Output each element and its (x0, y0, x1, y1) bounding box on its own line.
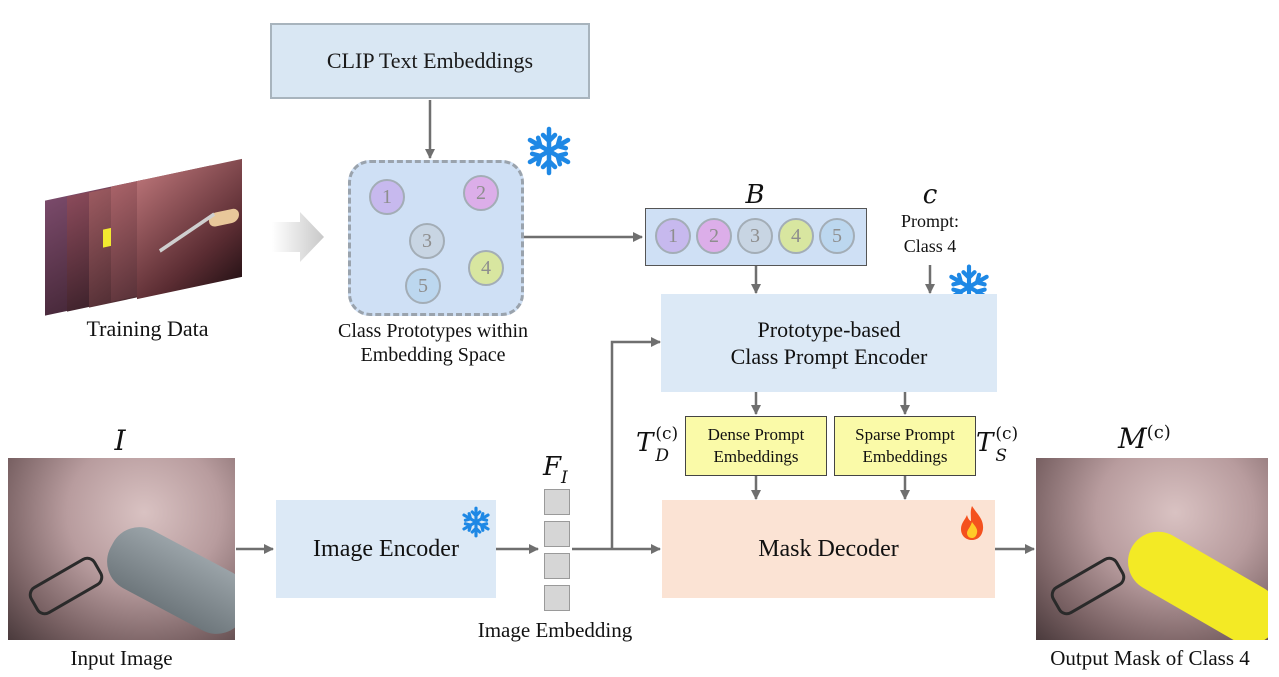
prototype-circle-2: 2 (463, 175, 499, 211)
prompt-label-line1: Prompt: (900, 211, 959, 231)
dense-line1: Dense Prompt (707, 425, 805, 444)
sparse-token-sup: (c) (995, 424, 1019, 444)
output-mask-label: Output Mask of Class 4 (1050, 646, 1250, 670)
bank-circle-5: 5 (819, 218, 855, 254)
clip-text-embeddings-label: CLIP Text Embeddings (326, 48, 534, 73)
snowflake-icon (527, 126, 571, 176)
sparse-token-sub: S (995, 446, 1007, 466)
prototype-space-label-line2: Embedding Space (360, 344, 506, 366)
mask-decoder-box: Mask Decoder (662, 500, 995, 598)
prototype-circle-5: 5 (405, 268, 441, 304)
predicted-mask-overlay (1117, 520, 1268, 640)
image-embedding-label: Image Embedding (477, 618, 633, 642)
prototype-bank: 1 2 3 4 5 (645, 208, 867, 266)
prototype-space-label-line1: Class Prototypes within (337, 320, 528, 342)
image-encoder-label: Image Encoder (313, 535, 459, 562)
bank-symbol: B (745, 180, 765, 210)
image-embedding-symbol: FI (543, 452, 568, 488)
image-embedding-token (544, 489, 570, 515)
prototype-circle-3: 3 (409, 223, 445, 259)
prototype-circle-1: 1 (369, 179, 405, 215)
bank-circle-2: 2 (696, 218, 732, 254)
image-encoder-box: Image Encoder (276, 500, 496, 598)
bank-circle-4: 4 (778, 218, 814, 254)
training-data-label: Training Data (86, 316, 209, 341)
image-embedding-token (544, 585, 570, 611)
prompt-encoder-line1: Prototype-based (757, 317, 901, 342)
sparse-token-symbol: T(c)S (976, 424, 1019, 466)
training-frame (137, 158, 242, 300)
input-image-label: Input Image (70, 646, 173, 670)
prompt-encoder-line2: Class Prompt Encoder (730, 344, 928, 369)
clip-text-embeddings-box: CLIP Text Embeddings (270, 23, 590, 99)
sparse-line2: Embeddings (862, 447, 948, 466)
image-embedding-token (544, 521, 570, 547)
dense-token-sup: (c) (655, 424, 679, 444)
dense-token-symbol: T(c)D (636, 424, 679, 466)
mask-decoder-label: Mask Decoder (758, 535, 899, 562)
prompt-label-line2: Class 4 (903, 236, 957, 256)
training-data-stack (45, 158, 250, 316)
sparse-prompt-embeddings-box: Sparse Prompt Embeddings (834, 416, 976, 476)
snowflake-icon (462, 506, 490, 538)
input-symbol: I (114, 424, 126, 457)
bank-circle-1: 1 (655, 218, 691, 254)
image-embedding-sub: I (561, 468, 568, 488)
output-mask-image (1036, 458, 1268, 640)
snowflake-icon (949, 264, 989, 310)
prototype-embedding-space: 1 2 3 4 5 (348, 160, 524, 316)
sparse-line1: Sparse Prompt (855, 425, 955, 444)
prompt-symbol: c (922, 180, 938, 210)
output-symbol: M(c) (1118, 422, 1171, 455)
fire-icon (961, 506, 984, 540)
dense-line2: Embeddings (713, 447, 799, 466)
output-sup: (c) (1146, 422, 1171, 443)
dense-prompt-embeddings-box: Dense Prompt Embeddings (685, 416, 827, 476)
dense-token-sub: D (655, 446, 669, 466)
input-image (8, 458, 235, 640)
bank-circle-3: 3 (737, 218, 773, 254)
prompt-encoder-box: Prototype-based Class Prompt Encoder (661, 294, 997, 392)
arrow-embedding-to-prompt-encoder (610, 337, 661, 549)
prototype-circle-4: 4 (468, 250, 504, 286)
arrow-training-to-prototypes (272, 212, 324, 262)
image-embedding-token (544, 553, 570, 579)
